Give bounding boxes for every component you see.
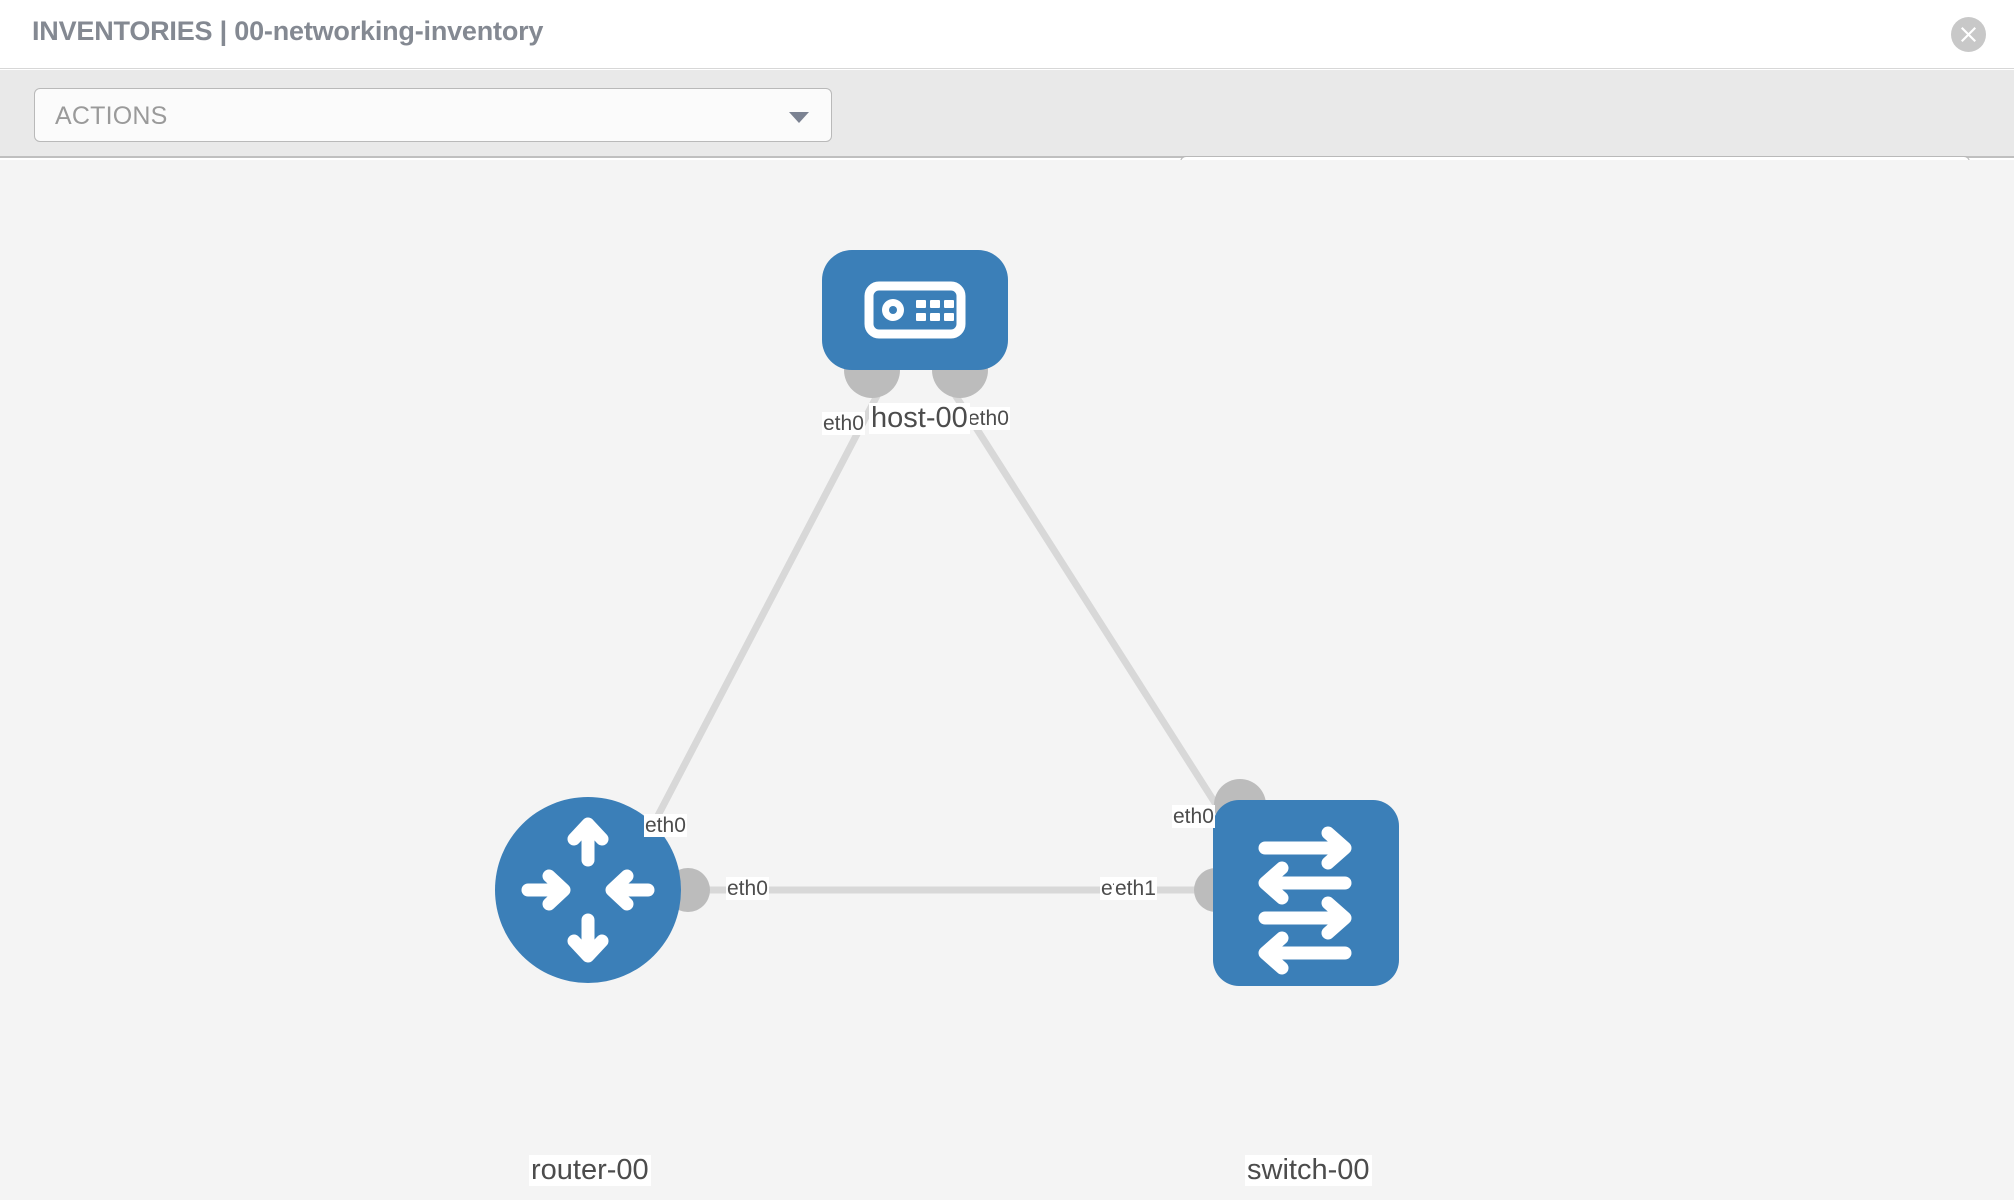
iface-label-host00-eth0-left: eth0 <box>822 412 865 436</box>
page-header: INVENTORIES | 00-networking-inventory <box>0 0 2014 69</box>
topology-canvas[interactable]: eth0 eth0 host-00 eth0 eth0 eth0 eth eth… <box>0 160 2014 1200</box>
iface-label-router00-eth0-uplink: eth0 <box>644 814 687 838</box>
iface-label-switch00-eth1: eth1 <box>1114 877 1157 901</box>
iface-label-host00-eth0-right: eth0 <box>967 407 1010 431</box>
iface-label-switch00-eth0-uplink: eth0 <box>1172 805 1215 829</box>
actions-dropdown-label: ACTIONS <box>55 102 168 130</box>
close-icon[interactable] <box>1951 17 1986 52</box>
actions-dropdown[interactable]: ACTIONS <box>34 88 832 142</box>
node-switch-00 <box>1213 800 1399 986</box>
link-host00-switch00 <box>949 388 1248 852</box>
link-host00-router00 <box>636 388 884 852</box>
iface-label-router00-eth0: eth0 <box>726 877 769 901</box>
node-host-00 <box>822 250 1008 370</box>
page-title: INVENTORIES | 00-networking-inventory <box>32 16 544 46</box>
topology-links <box>636 388 1248 894</box>
node-label-switch-00: switch-00 <box>1245 1154 1372 1187</box>
chevron-down-icon <box>789 112 809 123</box>
node-router-00 <box>495 797 681 983</box>
toolbar: ACTIONS SEARCH <box>0 70 2014 210</box>
node-label-router-00: router-00 <box>529 1154 651 1187</box>
node-label-host-00: host-00 <box>869 402 970 435</box>
topology-graph <box>495 250 1399 986</box>
